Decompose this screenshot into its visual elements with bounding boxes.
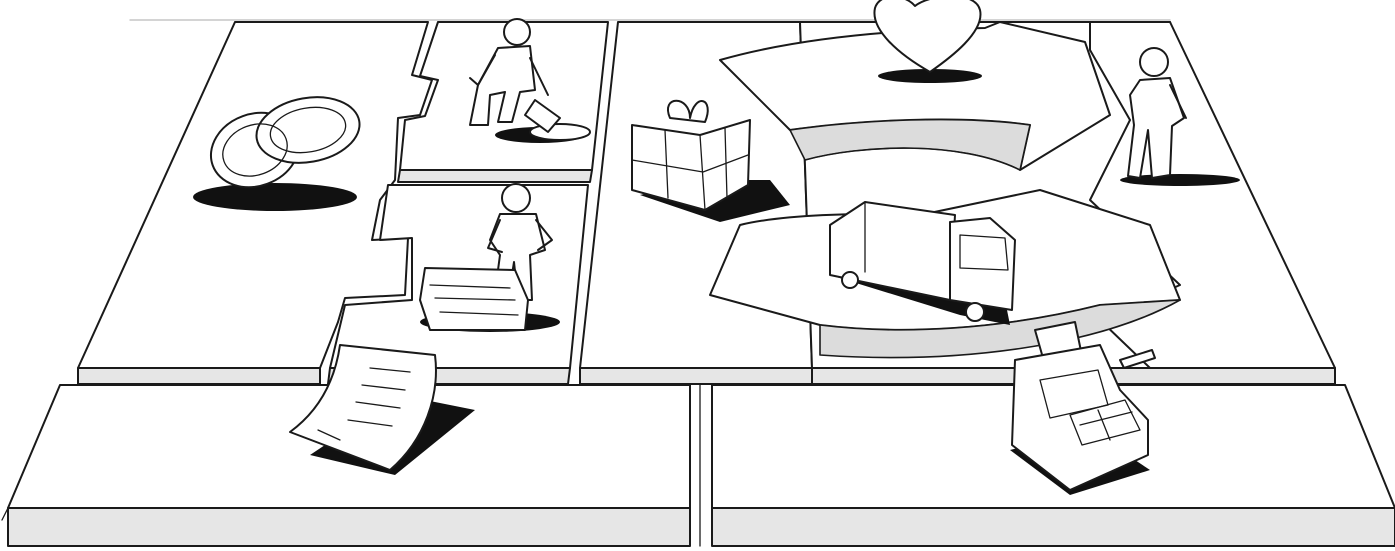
business-canvas-illustration: [0, 0, 1395, 551]
canvas-drawing: [0, 0, 1395, 551]
